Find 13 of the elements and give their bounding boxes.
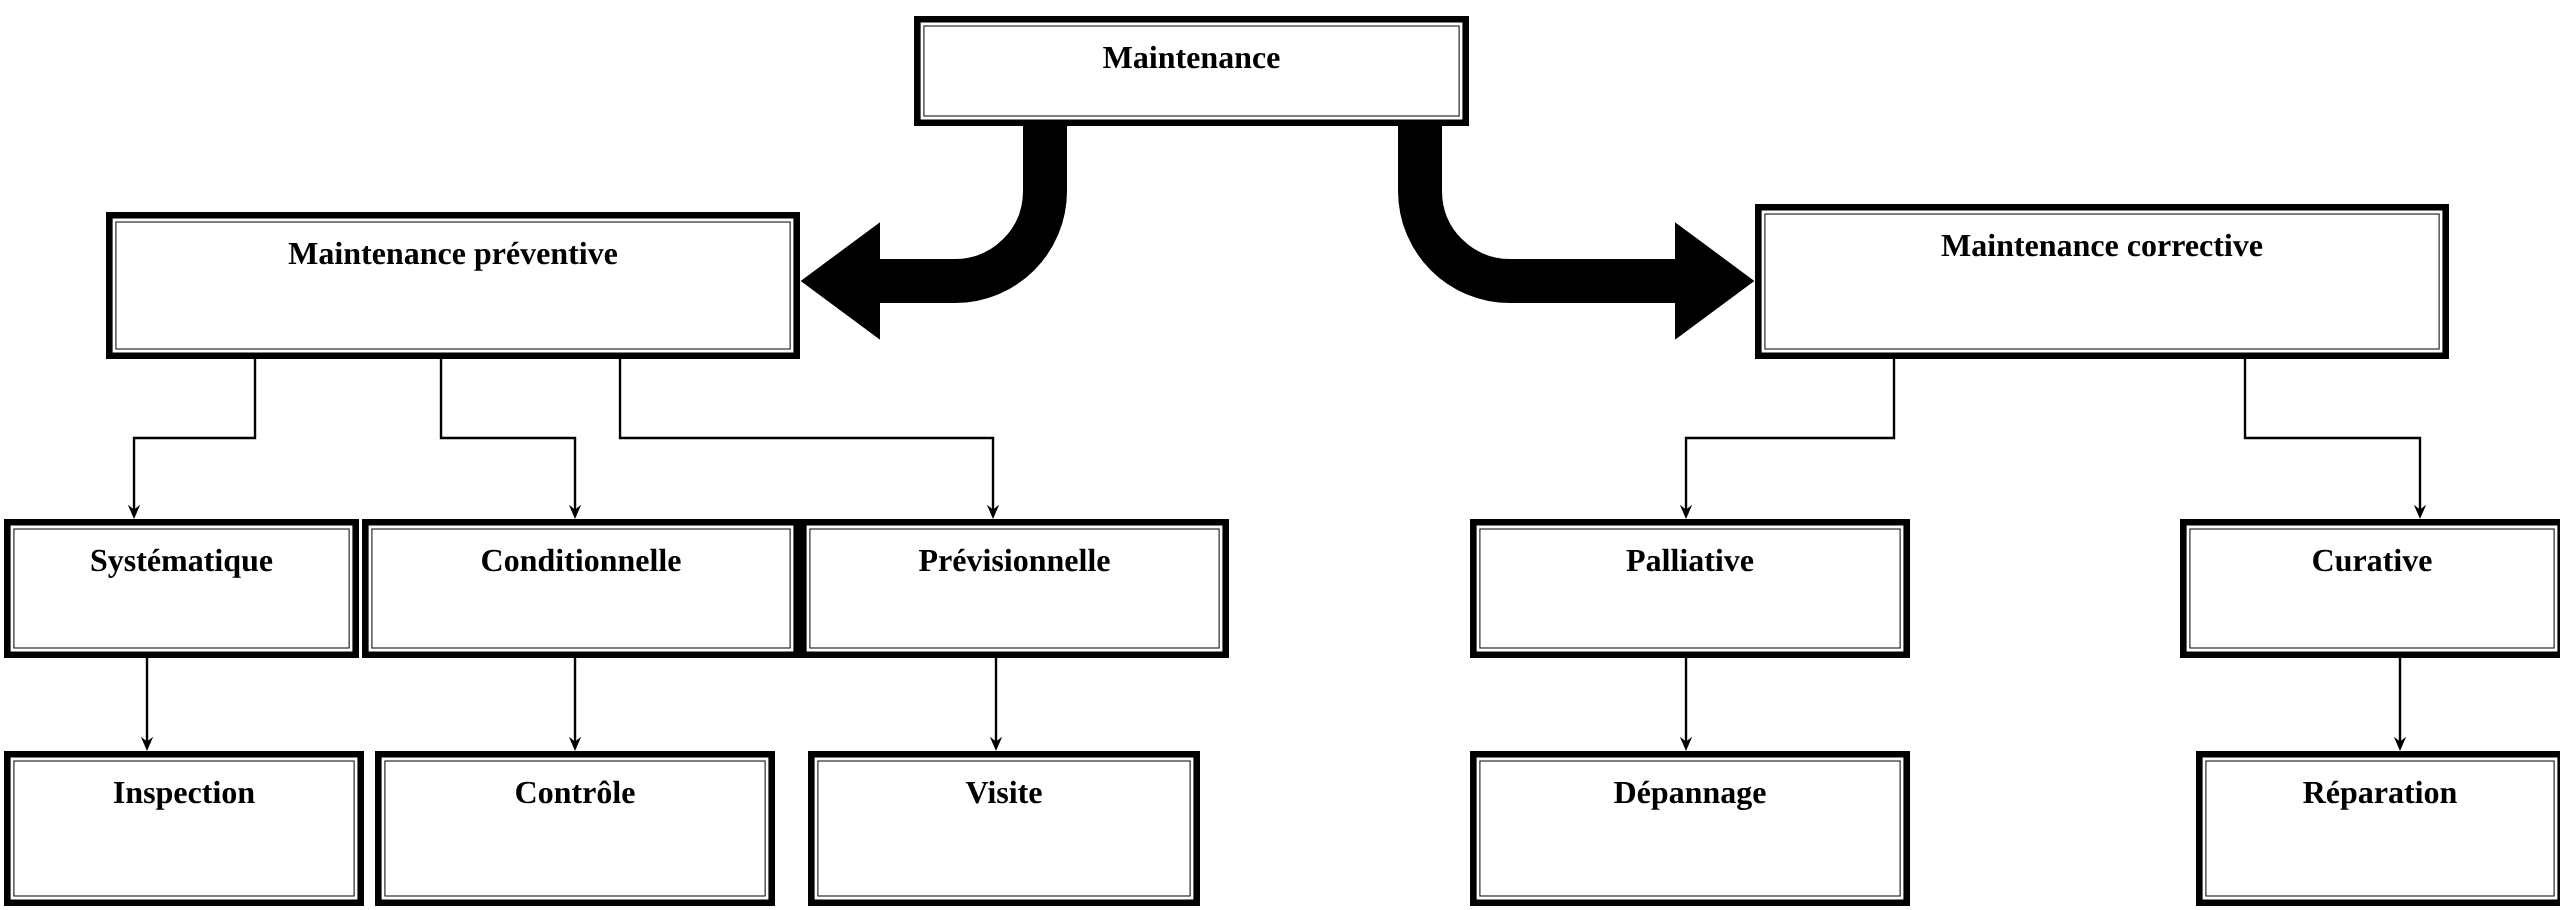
process-box: Palliative [1470, 519, 1910, 658]
process-box: Conditionnelle [362, 519, 800, 658]
process-box: Inspection [4, 751, 364, 906]
process-box: Réparation [2196, 751, 2560, 906]
process-box: Maintenance préventive [106, 212, 800, 359]
process-box: Contrôle [375, 751, 775, 906]
process-box: Curative [2180, 519, 2560, 658]
process-box: Systématique [4, 519, 359, 658]
process-box: Prévisionnelle [800, 519, 1229, 658]
process-box: Visite [808, 751, 1200, 906]
process-box: Dépannage [1470, 751, 1910, 906]
process-box: Maintenance [914, 16, 1469, 126]
process-box: Maintenance corrective [1755, 204, 2449, 359]
